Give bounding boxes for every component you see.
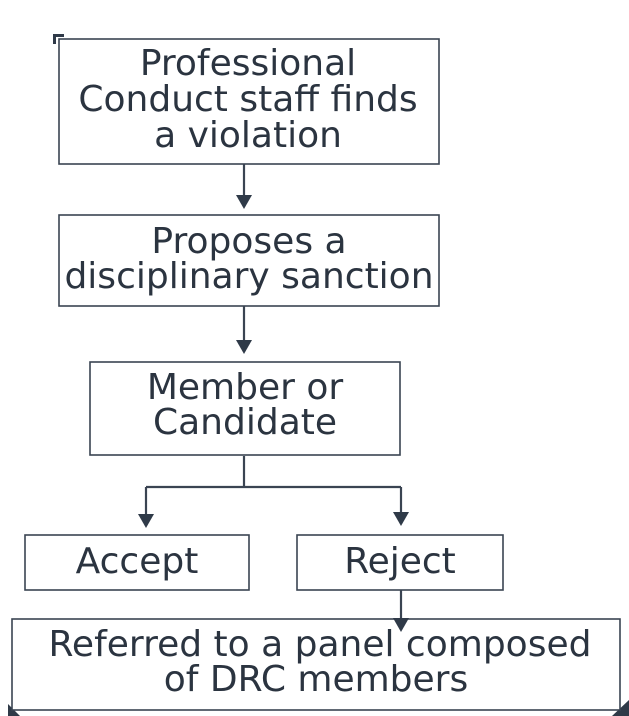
node-proposes-sanction — [58, 214, 440, 307]
node-reject-label: Reject — [344, 541, 456, 582]
node-accept — [24, 534, 250, 591]
node-referred-panel-line-1: Referred to a panel composed — [49, 624, 592, 665]
node-finds-violation — [58, 38, 440, 165]
node-referred-panel — [11, 618, 621, 711]
arrowhead-icon — [393, 618, 409, 632]
node-referred-panel-line-2: of DRC members — [164, 659, 469, 700]
arrowhead-icon — [393, 512, 409, 526]
node-accept-label: Accept — [76, 541, 199, 582]
node-finds-violation-line-3: a violation — [154, 115, 342, 156]
node-finds-violation-line-2: Conduct staff finds — [78, 79, 417, 120]
node-member-or-candidate-line-2: Candidate — [153, 402, 337, 443]
node-proposes-sanction-line-1: Proposes a — [151, 221, 346, 262]
node-member-or-candidate-line-1: Member or — [147, 367, 344, 408]
node-member-or-candidate — [89, 361, 401, 456]
node-finds-violation-line-1: Professional — [140, 43, 356, 84]
node-reject — [296, 534, 504, 591]
arrowhead-icon — [138, 514, 154, 528]
node-proposes-sanction-line-2: disciplinary sanction — [64, 256, 433, 297]
arrowhead-icon — [236, 195, 252, 209]
corner-mark-top-left — [53, 34, 64, 44]
arrowhead-icon — [236, 340, 252, 354]
